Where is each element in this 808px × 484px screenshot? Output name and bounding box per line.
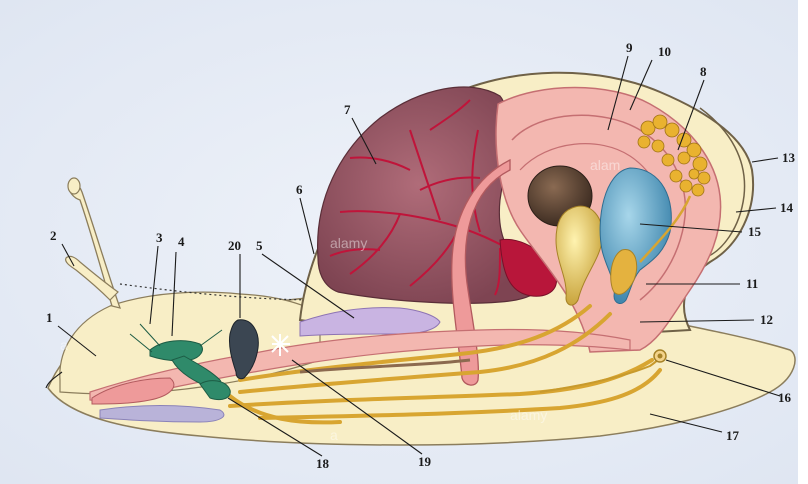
label-1: 1	[46, 310, 53, 325]
label-9: 9	[626, 40, 633, 55]
label-17: 17	[726, 428, 740, 443]
label-10: 10	[658, 44, 671, 59]
label-8: 8	[700, 64, 707, 79]
svg-text:alam: alam	[590, 157, 620, 173]
label-13: 13	[782, 150, 796, 165]
svg-text:a: a	[60, 337, 68, 353]
label-19: 19	[418, 454, 432, 469]
tentacle-eye-upper	[68, 178, 80, 194]
label-18: 18	[316, 456, 330, 471]
svg-text:a: a	[330, 427, 338, 443]
label-14: 14	[780, 200, 794, 215]
label-15: 15	[748, 224, 762, 239]
label-3: 3	[156, 230, 163, 245]
salivary-gland	[100, 406, 224, 423]
label-5: 5	[256, 238, 263, 253]
label-11: 11	[746, 276, 758, 291]
svg-text:alamy: alamy	[510, 407, 547, 423]
label-4: 4	[178, 234, 185, 249]
label-2: 2	[50, 228, 57, 243]
white-strip-right	[798, 0, 808, 484]
svg-text:alamy: alamy	[330, 235, 367, 251]
label-12: 12	[760, 312, 773, 327]
label-6: 6	[296, 182, 303, 197]
label-7: 7	[344, 102, 351, 117]
label-16: 16	[778, 390, 792, 405]
label-20: 20	[228, 238, 241, 253]
